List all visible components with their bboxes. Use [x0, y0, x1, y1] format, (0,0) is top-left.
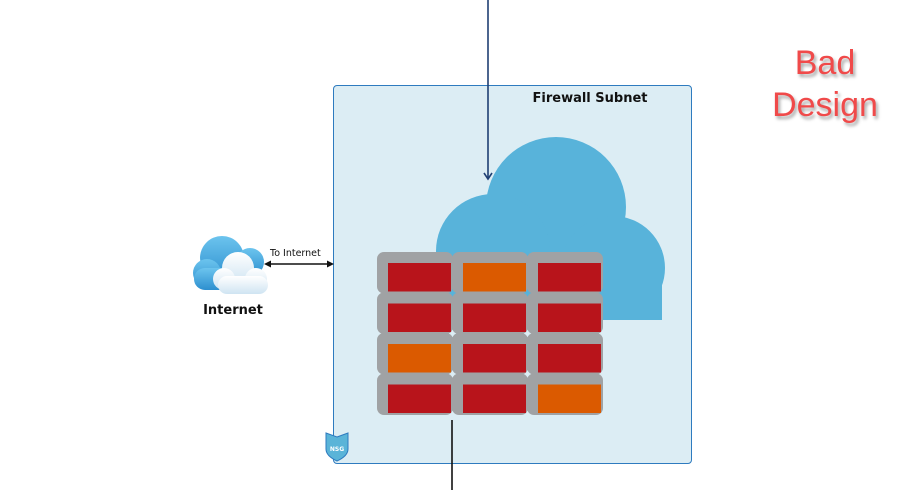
firewall-brick-red [463, 303, 526, 332]
firewall-brick-red [388, 384, 451, 413]
firewall-brick-red [538, 344, 601, 373]
internet-cloud-icon [193, 236, 268, 294]
annotation-line-2: Design [772, 86, 878, 124]
firewall-brick-red [463, 384, 526, 413]
firewall-brick-red [538, 263, 601, 292]
subnet-title: Firewall Subnet [532, 91, 648, 106]
incoming-arrow [483, 0, 493, 181]
annotation-line-1: Bad [794, 44, 856, 82]
internet-label: Internet [203, 303, 263, 318]
firewall-brick-red [538, 303, 601, 332]
firewall-brick-red [463, 344, 526, 373]
firewall-brick-red [388, 303, 451, 332]
firewall-brick-orange [388, 344, 451, 373]
nsg-shield-icon: NSG [325, 432, 349, 462]
to-internet-label: To Internet [270, 248, 321, 259]
firewall-brick-orange [538, 384, 601, 413]
firewall-icon [377, 252, 603, 415]
bad-design-annotation: Bad Design [760, 42, 890, 126]
nsg-badge-text: NSG [330, 446, 344, 453]
firewall-brick-red [388, 263, 451, 292]
to-internet-arrow [264, 260, 334, 268]
firewall-brick-orange [463, 263, 526, 292]
